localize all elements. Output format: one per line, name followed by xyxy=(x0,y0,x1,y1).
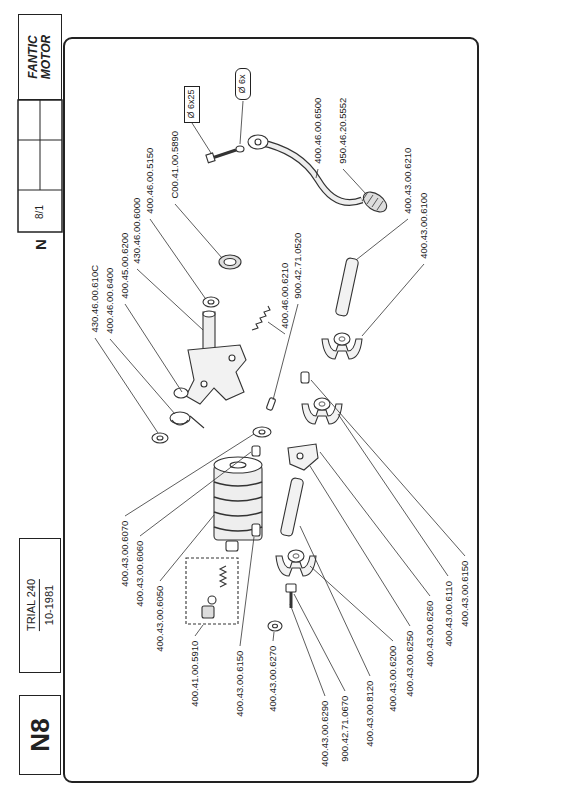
part-number: 400.43.00.6290 xyxy=(320,700,330,768)
box-text: TRIAL 240 xyxy=(25,579,40,631)
text-group: TRIAL 24010-1981 xyxy=(25,579,55,631)
part-number: 400.43.00.6200 xyxy=(388,645,398,713)
part-number: 400.43.00.6260 xyxy=(425,600,435,668)
part-number: 900.42.71.0670 xyxy=(340,695,350,763)
part-number: 400.43.00.6100 xyxy=(419,192,429,260)
text-group: FANTIC MOTOR xyxy=(27,29,53,85)
part-number: 400.43.00.6050 xyxy=(155,585,165,653)
part-number: C00.41.00.5890 xyxy=(170,130,180,200)
part-number: 400.43.00.8120 xyxy=(365,680,375,748)
part-number: 400.46.00.5150 xyxy=(145,147,155,215)
part-number: 900.42.71.0520 xyxy=(293,232,303,300)
part-number: 400.43.00.6270 xyxy=(268,645,278,713)
box-text: Ø 6x xyxy=(238,74,248,93)
title-box: Ø 6x xyxy=(235,68,251,100)
title-box: Ø 6x25 xyxy=(184,86,200,123)
part-number: 400.41.00.5910 xyxy=(190,640,200,708)
part-number: 430.46.00.610C xyxy=(90,264,100,334)
text-group: N8 xyxy=(26,718,55,751)
box-text: N8 xyxy=(26,718,55,751)
title-box: TRIAL 24010-1981 xyxy=(19,538,61,673)
title-box: FANTIC MOTOR xyxy=(18,14,62,100)
sheet-number: N xyxy=(32,238,47,251)
title-box: N8 xyxy=(19,695,61,775)
part-number: 400.46.00.6400 xyxy=(105,267,115,335)
box-text: FANTIC MOTOR xyxy=(27,29,53,85)
part-number: 400.46.00.6500 xyxy=(313,97,323,165)
part-number: 400.43.00.6110 xyxy=(443,580,453,647)
part-number: 400.45.00.6200 xyxy=(120,232,130,300)
box-text: 10-1981 xyxy=(43,585,55,625)
part-number: 400.43.00.6060 xyxy=(135,540,145,608)
part-number: 400.43.00.6070 xyxy=(120,520,130,588)
part-number: 400.43.00.6150 xyxy=(235,650,245,718)
text-group: Ø 6x xyxy=(238,74,248,93)
part-number: 400.43.00.6150 xyxy=(460,560,470,628)
text-group: Ø 6x25 xyxy=(187,89,197,118)
box-text: Ø 6x25 xyxy=(187,89,197,118)
part-number: 400.43.00.6210 xyxy=(403,147,413,215)
sheet-number: 8/1 xyxy=(35,204,45,220)
part-number: 430.46.00.6000 xyxy=(132,197,142,265)
part-number: 400.43.00.6250 xyxy=(405,630,415,698)
part-number: 400.46.00.6210 xyxy=(280,262,290,330)
part-number: 950.46.20.5552 xyxy=(338,97,348,165)
